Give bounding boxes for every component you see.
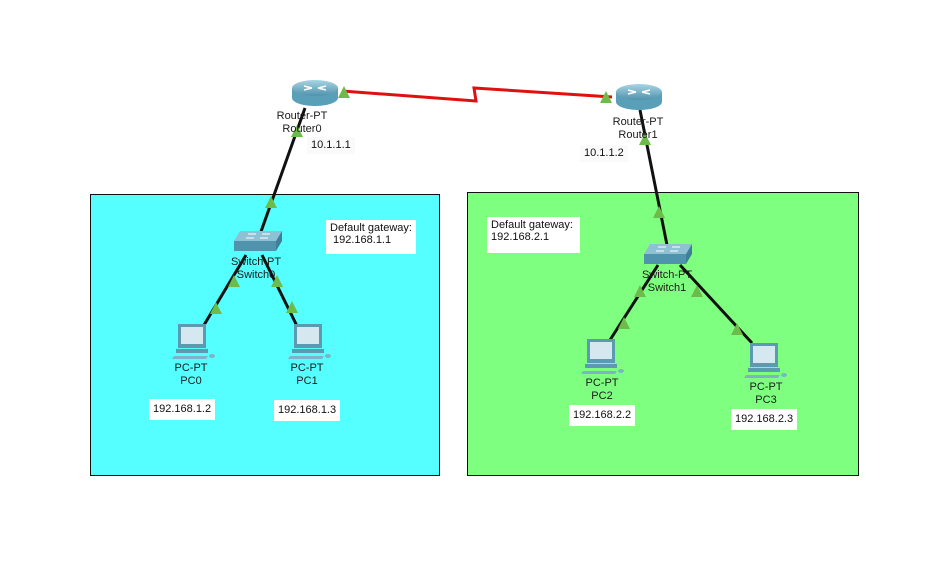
lan2-gateway-note: Default gateway: 192.168.2.1 (487, 217, 580, 253)
pc2-model: PC-PT (585, 377, 619, 389)
link-up-indicator (634, 285, 646, 297)
switch1-name: Switch1 (647, 282, 687, 294)
lan1-gateway-value: 192.168.1.1 (333, 234, 392, 246)
pc1-icon[interactable] (288, 323, 332, 361)
pc1-name: PC1 (296, 375, 318, 387)
router1-model: Router-PT (612, 116, 664, 128)
pc3-label: PC-PT PC3 (741, 381, 791, 407)
pc0-name: PC0 (180, 375, 202, 387)
link-up-indicator (271, 275, 283, 287)
pc2-name: PC2 (591, 390, 613, 402)
link-switch0-pc1[interactable] (260, 254, 300, 329)
router0-icon[interactable] (290, 78, 340, 110)
switch1-icon[interactable] (642, 242, 694, 267)
pc2-icon[interactable] (581, 338, 625, 376)
switch0-icon[interactable] (232, 229, 284, 254)
link-up-indicator (291, 125, 303, 137)
link-up-indicator (228, 275, 240, 287)
link-up-indicator (600, 91, 612, 103)
serial-link-router0-router1[interactable] (341, 86, 613, 103)
switch0-model: Switch-PT (230, 256, 282, 268)
lan2-gateway-value: 192.168.2.1 (491, 231, 550, 243)
pc2-label: PC-PT PC2 (577, 377, 627, 403)
pc3-icon[interactable] (744, 342, 788, 380)
pc0-icon[interactable] (172, 323, 216, 361)
link-up-indicator (639, 133, 651, 145)
router1-ip-note: 10.1.1.2 (580, 145, 628, 162)
link-up-indicator (265, 196, 277, 208)
link-up-indicator (210, 302, 222, 314)
switch0-label: Switch-PT Switch0 (226, 256, 286, 282)
link-router1-switch1[interactable] (638, 109, 670, 251)
pc0-ip-note: 192.168.1.2 (149, 399, 216, 420)
pc3-name: PC3 (755, 394, 777, 406)
pc1-label: PC-PT PC1 (282, 362, 332, 388)
pc0-model: PC-PT (174, 362, 208, 374)
link-up-indicator (731, 323, 743, 335)
switch1-model: Switch-PT (641, 269, 693, 281)
lan2-gateway-title: Default gateway: (491, 219, 573, 231)
link-up-indicator (691, 285, 703, 297)
router0-model: Router-PT (276, 110, 328, 122)
router1-icon[interactable] (614, 82, 664, 114)
switch0-name: Switch0 (236, 269, 276, 281)
link-up-indicator (653, 206, 665, 218)
link-up-indicator (618, 317, 630, 329)
pc1-ip-note: 192.168.1.3 (274, 400, 341, 421)
switch1-label: Switch-PT Switch1 (637, 269, 697, 295)
pc3-ip-note: 192.168.2.3 (731, 409, 798, 430)
pc2-ip-note: 192.168.2.2 (569, 405, 636, 426)
lan1-gateway-title: Default gateway: (330, 222, 412, 234)
router1-name: Router1 (618, 129, 658, 141)
router0-ip-note: 10.1.1.1 (307, 137, 355, 154)
pc1-model: PC-PT (290, 362, 324, 374)
router0-label: Router-PT Router0 (272, 110, 332, 136)
link-up-indicator (338, 86, 350, 98)
pc0-label: PC-PT PC0 (166, 362, 216, 388)
link-up-indicator (286, 301, 298, 313)
link-switch1-pc2[interactable] (608, 264, 660, 341)
pc3-model: PC-PT (749, 381, 783, 393)
router1-label: Router-PT Router1 (608, 116, 668, 142)
router0-name: Router0 (282, 123, 322, 135)
lan1-gateway-note: Default gateway: 192.168.1.1 (326, 220, 416, 254)
